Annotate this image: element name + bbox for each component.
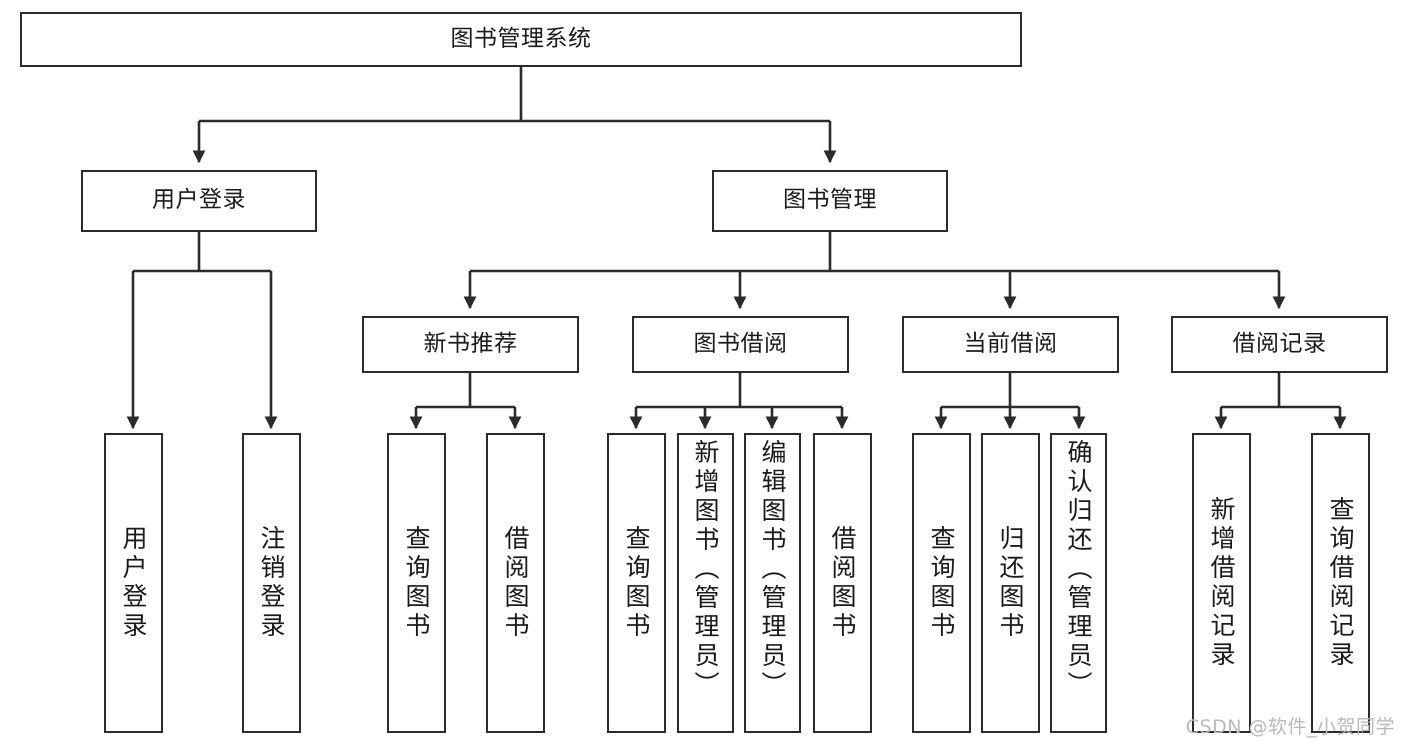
leaf-current-query[interactable]: 查询图书 (912, 433, 971, 733)
leaf-borrow-borrow-book[interactable]: 借阅图书 (813, 433, 872, 733)
leaf-borrow-edit-book[interactable]: 编辑图书（管理员） (744, 433, 801, 733)
node-book-borrow-label: 图书借阅 (693, 330, 788, 357)
leaf-new-book-query[interactable]: 查询图书 (387, 433, 446, 733)
leaf-current-confirm-return-label: 确认归还（管理员） (1064, 439, 1093, 700)
leaf-borrow-query-label: 查询图书 (622, 525, 651, 641)
node-borrow-records[interactable]: 借阅记录 (1171, 316, 1388, 373)
leaf-user-login-signin-label: 用户登录 (119, 525, 148, 641)
node-user-login[interactable]: 用户登录 (81, 170, 317, 232)
leaf-current-confirm-return[interactable]: 确认归还（管理员） (1050, 433, 1107, 733)
node-new-book-recommend[interactable]: 新书推荐 (362, 316, 579, 373)
node-new-book-recommend-label: 新书推荐 (423, 330, 518, 357)
leaf-borrow-query[interactable]: 查询图书 (607, 433, 666, 733)
leaf-user-login-signout-label: 注销登录 (257, 525, 286, 641)
leaf-current-return-label: 归还图书 (996, 525, 1025, 641)
leaf-borrow-add-book[interactable]: 新增图书（管理员） (677, 433, 734, 733)
node-root-label: 图书管理系统 (450, 25, 592, 52)
node-current-borrow[interactable]: 当前借阅 (902, 316, 1119, 373)
node-borrow-records-label: 借阅记录 (1232, 330, 1327, 357)
leaf-records-add-label: 新增借阅记录 (1207, 496, 1236, 670)
leaf-borrow-borrow-book-label: 借阅图书 (828, 525, 857, 641)
leaf-records-query-label: 查询借阅记录 (1326, 496, 1355, 670)
node-root[interactable]: 图书管理系统 (20, 12, 1022, 67)
node-user-login-label: 用户登录 (152, 187, 246, 214)
leaf-current-query-label: 查询图书 (927, 525, 956, 641)
leaf-new-book-query-label: 查询图书 (402, 525, 431, 641)
leaf-records-query[interactable]: 查询借阅记录 (1311, 433, 1370, 733)
leaf-records-add[interactable]: 新增借阅记录 (1192, 433, 1251, 733)
node-book-management[interactable]: 图书管理 (712, 170, 948, 232)
node-book-borrow[interactable]: 图书借阅 (632, 316, 849, 373)
leaf-current-return[interactable]: 归还图书 (981, 433, 1040, 733)
leaf-new-book-borrow-label: 借阅图书 (501, 525, 530, 641)
node-book-management-label: 图书管理 (783, 187, 877, 214)
leaf-user-login-signout[interactable]: 注销登录 (242, 433, 301, 733)
leaf-borrow-add-book-label: 新增图书（管理员） (691, 439, 720, 700)
leaf-borrow-edit-book-label: 编辑图书（管理员） (758, 439, 787, 700)
node-current-borrow-label: 当前借阅 (963, 330, 1058, 357)
leaf-user-login-signin[interactable]: 用户登录 (104, 433, 163, 733)
leaf-new-book-borrow[interactable]: 借阅图书 (486, 433, 545, 733)
